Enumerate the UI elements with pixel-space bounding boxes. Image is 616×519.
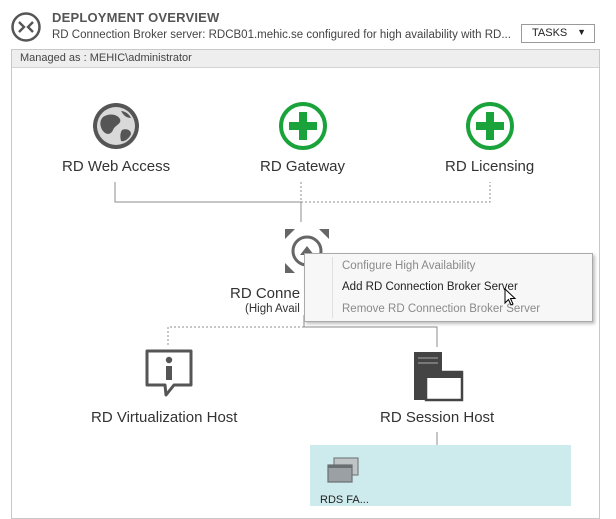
tasks-label: TASKS <box>532 27 568 39</box>
node-label: RD Web Access <box>62 158 171 175</box>
page-subtitle: RD Connection Broker server: RDCB01.mehi… <box>52 29 511 41</box>
session-collection-tile[interactable]: RDS FA... <box>310 445 571 506</box>
globe-icon <box>93 103 139 149</box>
add-plus-icon <box>279 102 327 150</box>
managed-as-text: Managed as : MEHIC\administrator <box>20 52 192 64</box>
menu-item-remove-rd-connection-broker-server[interactable]: Remove RD Connection Broker Server <box>342 303 541 315</box>
menu-gutter <box>332 257 333 318</box>
tasks-dropdown-button[interactable]: TASKS ▼ <box>521 24 595 43</box>
menu-item-configure-high-availability[interactable]: Configure High Availability <box>342 260 476 272</box>
add-plus-icon <box>466 102 514 150</box>
deployment-icon <box>11 12 41 42</box>
chevron-down-icon: ▼ <box>577 27 586 37</box>
node-label: RD Licensing <box>445 158 535 175</box>
node-label: RD Virtualization Host <box>91 409 238 426</box>
menu-item-add-rd-connection-broker-server[interactable]: Add RD Connection Broker Server <box>342 281 518 293</box>
node-label: RD Conne <box>230 285 301 302</box>
node-sublabel: (High Avail <box>245 303 300 315</box>
page-title: DEPLOYMENT OVERVIEW <box>52 10 220 25</box>
info-callout-icon <box>145 349 193 397</box>
windows-stack-icon <box>327 457 359 483</box>
collection-label: RDS FA... <box>320 494 369 506</box>
server-window-icon <box>414 352 464 402</box>
node-label: RD Gateway <box>260 158 346 175</box>
managed-as-bar: Managed as : MEHIC\administrator <box>12 50 599 68</box>
deployment-overview-header: DEPLOYMENT OVERVIEW RD Connection Broker… <box>0 0 616 48</box>
node-label: RD Session Host <box>380 409 495 426</box>
context-menu: Configure High Availability Add RD Conne… <box>304 253 593 322</box>
